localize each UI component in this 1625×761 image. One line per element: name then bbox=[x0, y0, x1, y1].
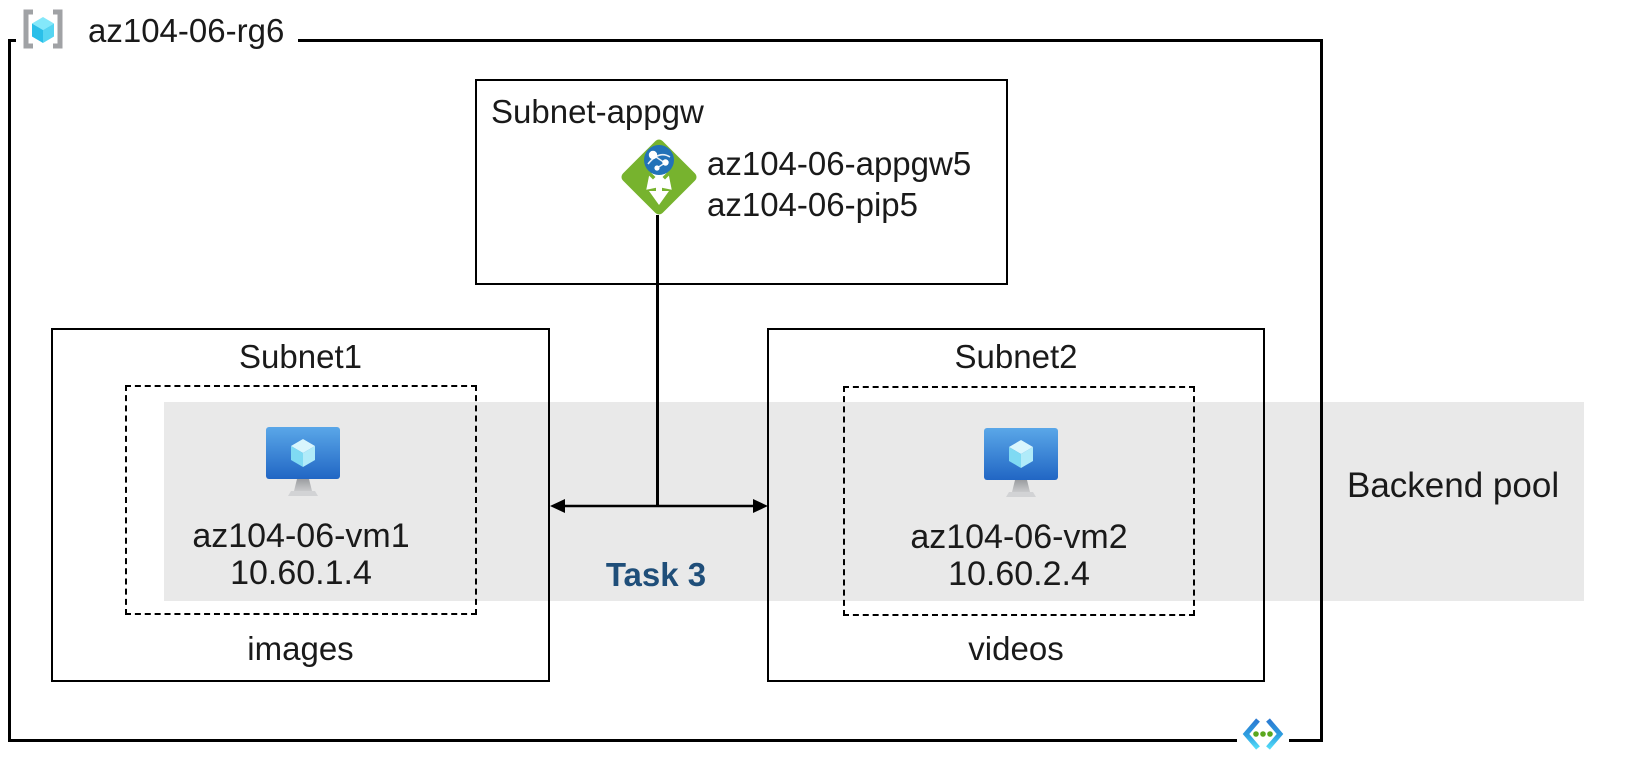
resource-group-box bbox=[8, 39, 1323, 742]
vm2-ip: 10.60.2.4 bbox=[948, 555, 1090, 593]
vm1-ip: 10.60.1.4 bbox=[230, 554, 372, 592]
subnet-appgw-box: Subnet-appgw az104-06-appgw5 az104-06-pi… bbox=[475, 79, 1008, 285]
vm2-name: az104-06-vm2 bbox=[910, 518, 1128, 556]
task-label: Task 3 bbox=[605, 556, 707, 593]
virtual-machine-icon bbox=[984, 428, 1058, 497]
backend-pool-label: Backend pool bbox=[1347, 466, 1560, 505]
subnet1-box: Subnet1 az104-06-vm1 10.60.1.4 images bbox=[51, 328, 550, 682]
subnet2-caption: videos bbox=[968, 630, 1064, 667]
subnet-link-arrow bbox=[550, 499, 768, 513]
resource-group-border-gap bbox=[16, 34, 298, 46]
appgw-public-ip-name: az104-06-pip5 bbox=[707, 186, 918, 223]
subnet2-vm-group-box: az104-06-vm2 10.60.2.4 bbox=[843, 386, 1195, 616]
resource-group-name: az104-06-rg6 bbox=[88, 12, 285, 49]
appgw-name: az104-06-appgw5 bbox=[707, 145, 972, 182]
virtual-machine-icon bbox=[266, 427, 340, 496]
subnet2-vm-labels: az104-06-vm2 10.60.2.4 bbox=[845, 519, 1193, 593]
resource-group-icon bbox=[23, 9, 63, 49]
subnet2-box: Subnet2 az104-06-vm2 10.60.2.4 videos bbox=[767, 328, 1265, 682]
appgw-connector-line bbox=[656, 215, 659, 507]
subnet1-vm-labels: az104-06-vm1 10.60.1.4 bbox=[127, 518, 475, 592]
appgw-labels: az104-06-appgw5 az104-06-pip5 bbox=[707, 143, 971, 225]
virtual-network-icon bbox=[1242, 718, 1284, 750]
subnet1-caption: images bbox=[247, 630, 354, 667]
subnet1-vm-group-box: az104-06-vm1 10.60.1.4 bbox=[125, 385, 477, 615]
backend-pool-band bbox=[164, 402, 1584, 601]
vm1-name: az104-06-vm1 bbox=[192, 517, 410, 555]
subnet2-title: Subnet2 bbox=[954, 338, 1078, 375]
subnet-appgw-title: Subnet-appgw bbox=[491, 93, 704, 130]
application-gateway-icon bbox=[621, 139, 697, 215]
subnet1-title: Subnet1 bbox=[239, 338, 362, 375]
